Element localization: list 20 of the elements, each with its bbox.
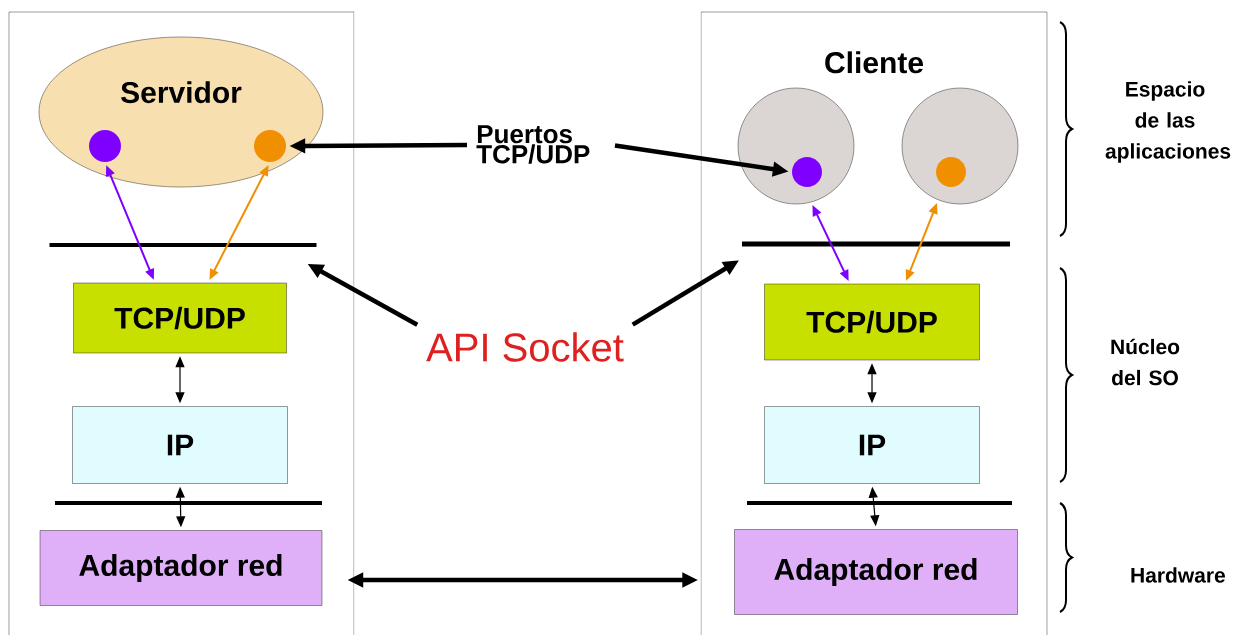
process-circle (737, 87, 855, 205)
api-label: API Socket (426, 332, 624, 362)
brace-label: Hardware (1131, 567, 1225, 583)
brace-label: Espacio de las aplicaciones (1105, 81, 1231, 163)
layer-box: TCP/UDP (73, 282, 287, 354)
socket-bar (742, 241, 1010, 247)
brace-label: Núcleo del SO (1111, 338, 1180, 386)
port-label: Puertos TCP/UDP (476, 125, 590, 164)
port-dot (792, 157, 822, 187)
layer-box: Adaptador red (39, 530, 323, 606)
layer-box: IP (764, 406, 980, 484)
process-circle (901, 87, 1019, 205)
socket-bar (49, 243, 317, 247)
layer-box: TCP/UDP (764, 283, 980, 361)
port-dot (254, 130, 286, 162)
layer-box: Adaptador red (734, 529, 1018, 615)
host-frame (8, 11, 355, 635)
port-dot (936, 157, 966, 187)
port-dot (89, 130, 121, 162)
layer-box: IP (72, 406, 288, 484)
